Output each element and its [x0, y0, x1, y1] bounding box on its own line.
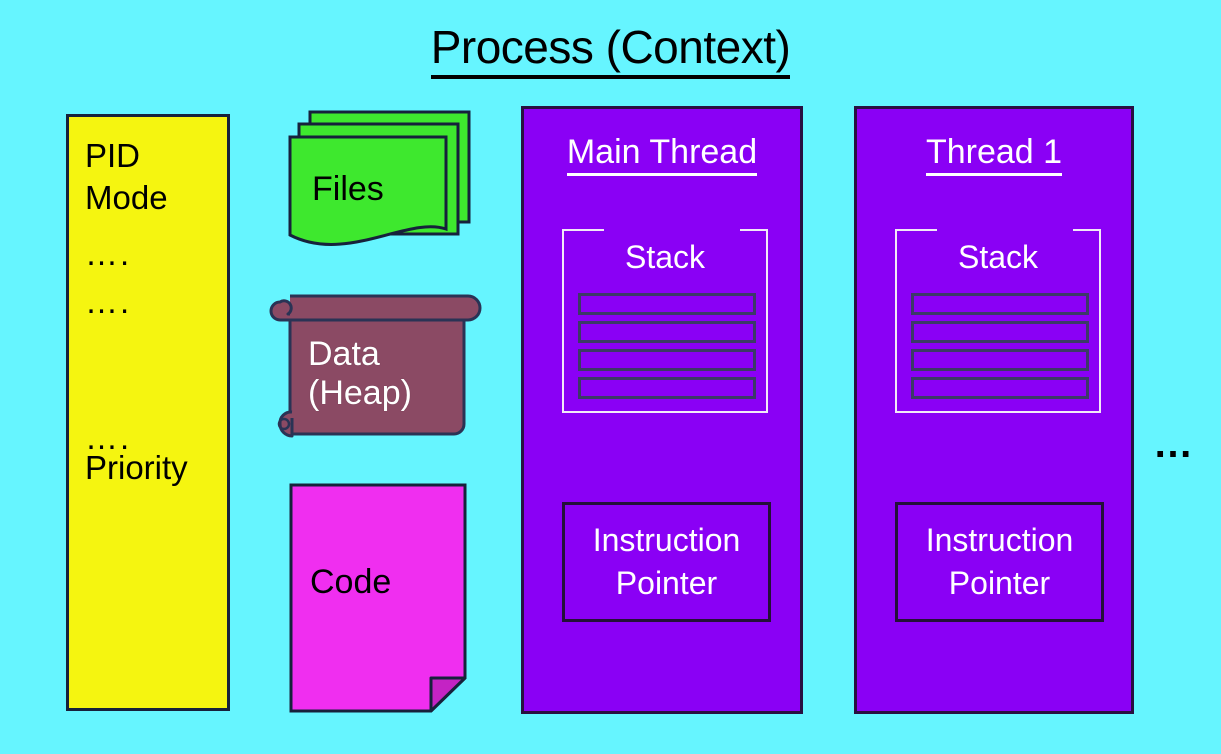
pcb-ellipsis-1: …. [85, 235, 132, 272]
ip-line1: Instruction [592, 521, 741, 558]
thread-1-instruction-pointer: Instruction Pointer [895, 502, 1104, 622]
heap-label: Data (Heap) [308, 335, 412, 414]
thread-main-instruction-pointer: Instruction Pointer [562, 502, 771, 622]
stack-frame [578, 321, 756, 343]
heap-label-line1: Data [308, 335, 380, 373]
thread-1-stack-region: Stack [895, 229, 1101, 413]
thread-main-ip-text: Instruction Pointer [593, 519, 741, 605]
stack-bracket-top-left [562, 229, 604, 231]
pcb-field-priority: Priority [85, 449, 188, 486]
thread-main-title-text: Main Thread [566, 133, 758, 176]
pcb-field-pid: PID [85, 137, 141, 174]
code-page-icon [288, 482, 468, 714]
thread-main-stack-frames [578, 293, 756, 405]
stack-bracket-top-right [1073, 229, 1101, 231]
stack-frame [911, 377, 1089, 399]
thread-1-stack-frames [911, 293, 1089, 405]
thread-panel-1: Thread 1 Stack Instruction Pointer [854, 106, 1134, 714]
heap-scroll-icon [268, 290, 483, 442]
stack-frame [578, 377, 756, 399]
pcb-ellipsis-2: …. [85, 283, 132, 320]
files-stack-icon [288, 104, 473, 254]
thread-panel-main: Main Thread Stack Instruction Pointer [521, 106, 803, 714]
thread-main-title: Main Thread [524, 133, 800, 176]
stack-frame [911, 293, 1089, 315]
page-title-text: Process (Context) [430, 21, 791, 79]
thread-main-stack-region: Stack [562, 229, 768, 413]
ip-line2: Pointer [948, 565, 1051, 601]
heap-label-line2: (Heap) [308, 374, 412, 413]
stack-bracket-top-right [740, 229, 768, 231]
pcb-ellipsis-3: …. [85, 419, 132, 456]
thread-1-title-text: Thread 1 [925, 133, 1063, 176]
stack-frame [578, 293, 756, 315]
stack-frame [911, 349, 1089, 371]
ip-line2: Pointer [615, 565, 718, 601]
process-control-block: PID Mode …. …. …. Priority [66, 114, 230, 711]
page-title: Process (Context) [0, 20, 1221, 79]
code-label: Code [310, 563, 392, 601]
stack-frame [911, 321, 1089, 343]
thread-1-title: Thread 1 [857, 133, 1131, 176]
thread-1-stack-label: Stack [957, 239, 1039, 275]
more-threads-ellipsis: … [1153, 422, 1196, 466]
stack-frame [578, 349, 756, 371]
ip-line1: Instruction [925, 521, 1074, 558]
thread-1-ip-text: Instruction Pointer [926, 519, 1074, 605]
files-label: Files [312, 170, 384, 208]
thread-main-stack-label: Stack [624, 239, 706, 275]
pcb-field-mode: Mode [85, 179, 168, 216]
stack-bracket-top-left [895, 229, 937, 231]
